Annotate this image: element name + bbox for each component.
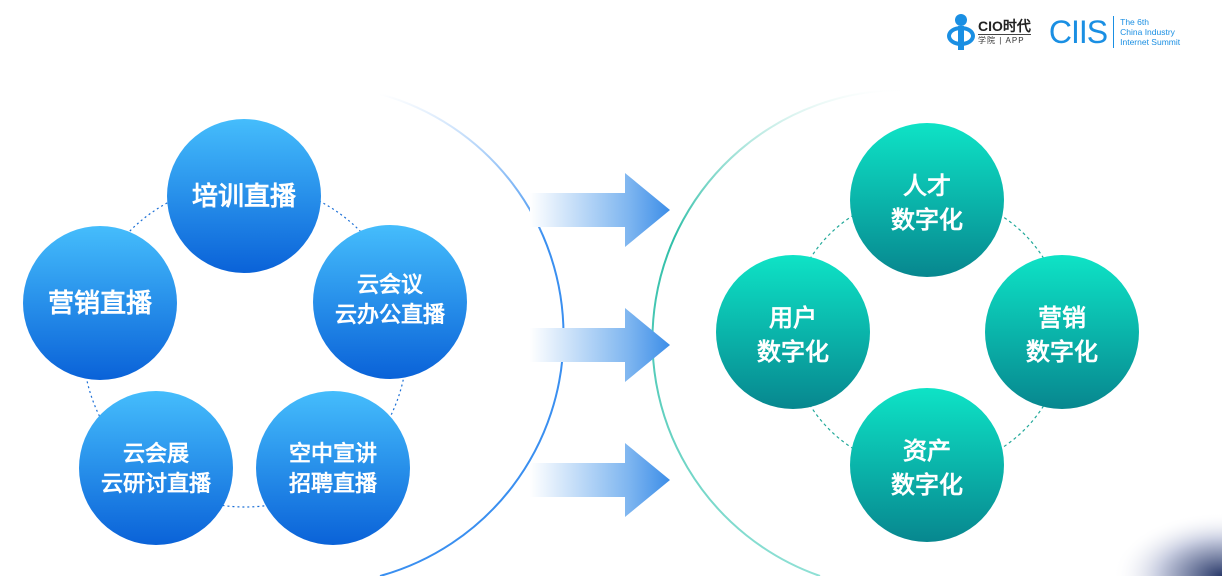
node-label: 资产 — [903, 437, 951, 465]
node-label: 人才 — [903, 173, 951, 200]
node-talent-digital: 人才 数字化 — [850, 123, 1004, 277]
ciis-logo: CIIS The 6th China Industry Internet Sum… — [1049, 16, 1180, 48]
right-outer-arc — [651, 89, 901, 576]
node-label: 营销 — [1038, 305, 1086, 332]
node-label: 云研讨直播 — [101, 471, 212, 496]
node-recruit-live: 空中宣讲 招聘直播 — [256, 391, 410, 545]
ciis-line: Internet Summit — [1120, 37, 1181, 47]
cio-logo-text: CIO时代 — [978, 18, 1031, 35]
node-training-live: 培训直播 — [167, 119, 321, 273]
node-label: 培训直播 — [192, 181, 297, 211]
node-asset-digital: 资产 数字化 — [850, 388, 1004, 542]
node-user-digital: 用户 数字化 — [716, 255, 870, 409]
node-label: 营销直播 — [48, 288, 153, 318]
cio-logo: CIO时代 学院 | APP — [946, 14, 1031, 50]
arrow — [530, 443, 670, 517]
node-cloud-expo: 云会展 云研讨直播 — [79, 391, 233, 545]
node-label: 空中宣讲 — [289, 441, 377, 466]
node-label: 云会展 — [123, 441, 189, 466]
node-label: 数字化 — [891, 206, 963, 234]
node-label: 云办公直播 — [335, 302, 446, 327]
node-label: 招聘直播 — [289, 471, 378, 496]
node-marketing-digital: 营销 数字化 — [985, 255, 1139, 409]
ciis-line: The 6th — [1120, 17, 1149, 27]
node-marketing-live: 营销直播 — [23, 226, 177, 380]
cio-logo-subtext: 学院 | APP — [978, 36, 1025, 45]
corner-decoration — [1040, 470, 1222, 576]
arrow — [530, 173, 670, 247]
ciis-line: China Industry — [1120, 27, 1175, 37]
node-label: 数字化 — [1026, 338, 1098, 366]
cio-mark-icon — [946, 14, 976, 50]
node-label: 数字化 — [757, 338, 829, 366]
node-label: 云会议 — [357, 272, 424, 297]
node-label: 数字化 — [891, 471, 963, 499]
arrow — [530, 308, 670, 382]
ciis-logo-text: CIIS — [1049, 16, 1115, 48]
node-label: 用户 — [769, 304, 817, 332]
node-cloud-meeting: 云会议 云办公直播 — [313, 225, 467, 379]
logo-area: CIO时代 学院 | APP CIIS The 6th China Indust… — [946, 14, 1180, 50]
